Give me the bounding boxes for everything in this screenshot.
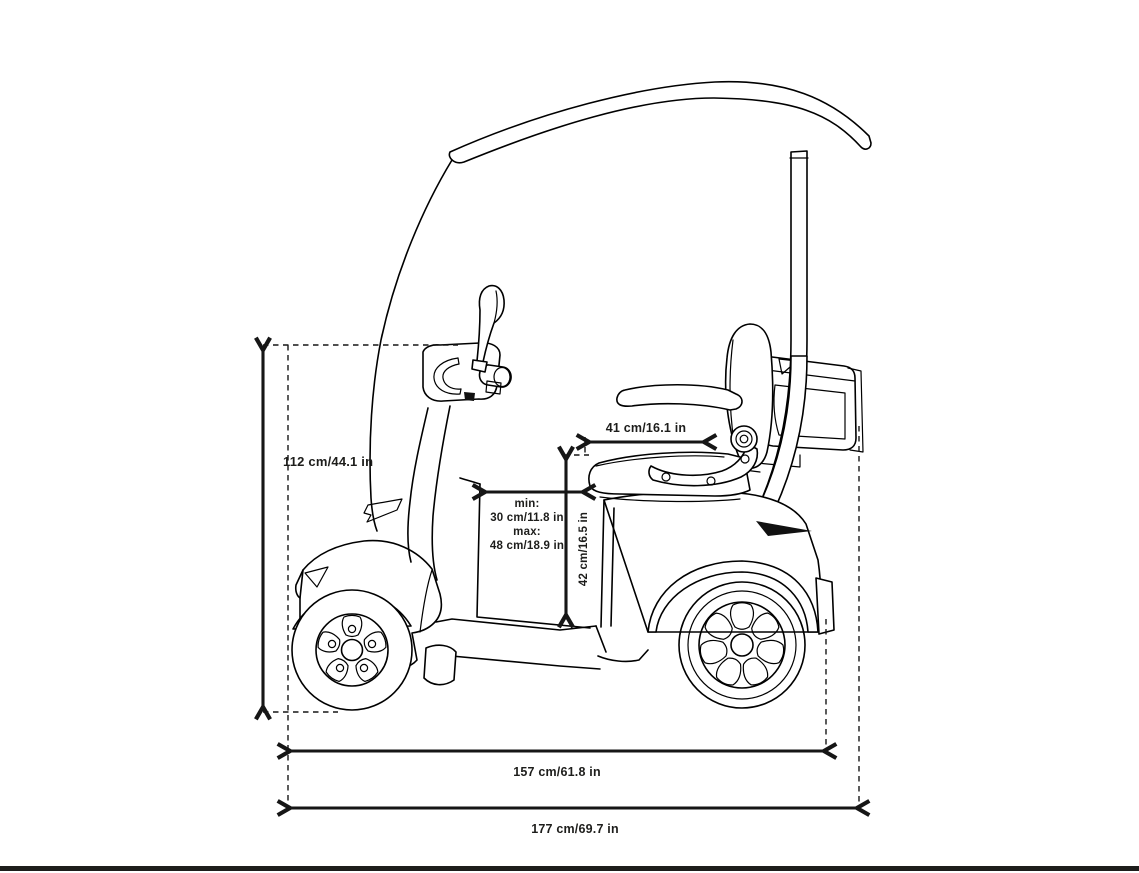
- handlebar: [422, 342, 512, 402]
- svg-text:48 cm/18.9 in: 48 cm/18.9 in: [490, 540, 564, 552]
- seat-depth-label: 41 cm/16.1 in: [606, 421, 686, 435]
- dimension-arrows: [263, 350, 857, 808]
- canopy-roof: [448, 80, 872, 164]
- dimension-labels: 112 cm/44.1 in 41 cm/16.1 in min: 30 cm/…: [283, 421, 686, 836]
- seat: [588, 323, 774, 503]
- svg-text:min:: min:: [514, 498, 539, 510]
- body-length-label: 157 cm/61.8 in: [513, 765, 601, 779]
- windshield: [369, 159, 453, 532]
- side-trim-chevron: [363, 498, 403, 523]
- svg-text:30 cm/11.8 in: 30 cm/11.8 in: [490, 512, 564, 524]
- seat-bracket: [648, 443, 759, 487]
- rear-wheel: [678, 581, 806, 709]
- seat-height-label: 42 cm/16.5 in: [578, 512, 590, 586]
- rear-body: [600, 490, 835, 635]
- front-wheel: [291, 589, 413, 711]
- far-front-wheel: [423, 644, 457, 686]
- overall-height-label: 112 cm/44.1 in: [283, 454, 373, 469]
- seat-pivot: [730, 425, 758, 453]
- svg-text:max:: max:: [513, 526, 541, 538]
- overall-length-label: 177 cm/69.7 in: [531, 822, 619, 836]
- rear-mudflap: [815, 577, 835, 635]
- legroom-label: min: 30 cm/11.8 in max: 48 cm/18.9 in: [490, 498, 564, 552]
- floorboard: [429, 477, 649, 670]
- mirror: [471, 284, 505, 373]
- reference-lines: [263, 344, 860, 809]
- bottom-rule: [0, 866, 1139, 871]
- scooter-drawing: [291, 80, 872, 711]
- seat-armrest: [616, 383, 743, 411]
- steering-column: [363, 405, 451, 581]
